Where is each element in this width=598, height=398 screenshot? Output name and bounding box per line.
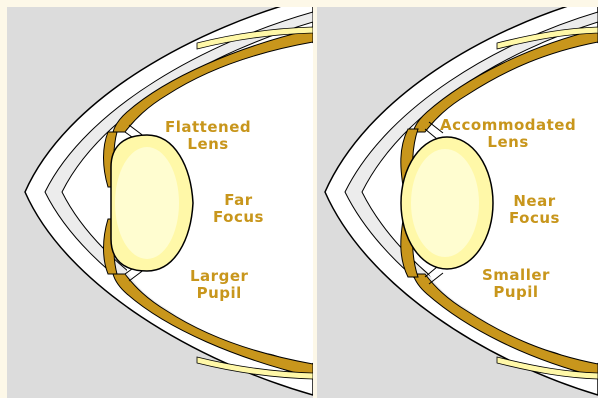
lens-label-line1: Accommodated <box>440 117 576 134</box>
lens-label-line1: Flattened <box>165 119 251 136</box>
lens-label: Flattened Lens <box>165 119 251 153</box>
focus-label-line1: Near <box>509 193 560 210</box>
far-focus-panel: Flattened Lens Far Focus Larger Pupil <box>7 7 313 398</box>
pupil-label-line1: Smaller <box>482 267 550 284</box>
far-focus-eye-drawing <box>7 7 313 398</box>
pupil-label: Smaller Pupil <box>482 267 550 301</box>
pupil-label-line2: Pupil <box>482 284 550 301</box>
pupil-label-line2: Pupil <box>190 285 248 302</box>
focus-label-line2: Focus <box>509 210 560 227</box>
lens-core <box>115 147 179 259</box>
focus-label: Near Focus <box>509 193 560 227</box>
pupil-label: Larger Pupil <box>190 268 248 302</box>
pupil-label-line1: Larger <box>190 268 248 285</box>
focus-label: Far Focus <box>213 192 264 226</box>
lens-label: Accommodated Lens <box>440 117 576 151</box>
lens-label-line2: Lens <box>440 134 576 151</box>
near-focus-panel: Accommodated Lens Near Focus Smaller Pup… <box>317 7 598 398</box>
lens-label-line2: Lens <box>165 136 251 153</box>
lens-core <box>411 149 479 257</box>
focus-label-line1: Far <box>213 192 264 209</box>
focus-label-line2: Focus <box>213 209 264 226</box>
